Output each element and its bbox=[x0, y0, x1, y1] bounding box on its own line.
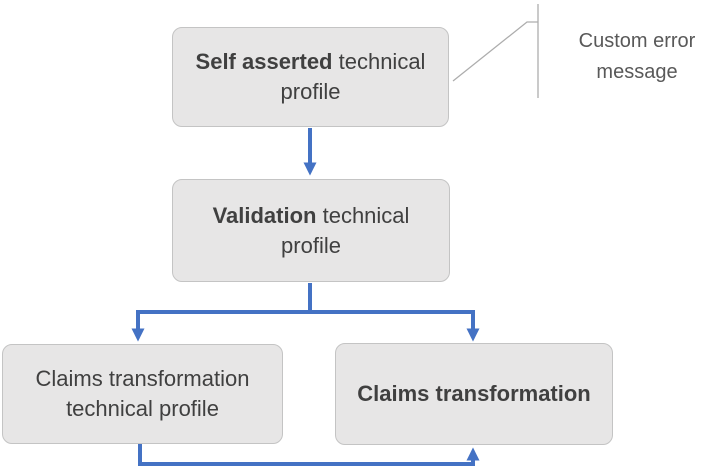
node-self-asserted-technical-profile: Self asserted technical profile bbox=[172, 27, 449, 127]
callout-text-line: Custom error bbox=[578, 30, 696, 52]
node-label-line: profile bbox=[281, 231, 341, 261]
node-label-bold: Claims transformation bbox=[357, 381, 591, 406]
arrow-split-validation-to-children bbox=[131, 310, 480, 342]
node-label-line: profile bbox=[281, 77, 341, 107]
arrow-claims-tp-to-claims-transformation bbox=[138, 444, 480, 466]
callout-text-line: message bbox=[596, 61, 678, 83]
node-label-text: technical bbox=[332, 49, 426, 74]
node-label-line: Claims transformation bbox=[36, 364, 250, 394]
node-label-line: Self asserted technical bbox=[196, 47, 426, 77]
node-label-text: technical bbox=[316, 202, 410, 228]
node-label-line: Validation technical bbox=[213, 201, 410, 231]
node-label-line: technical profile bbox=[66, 394, 219, 424]
callout-connector-line bbox=[452, 21, 538, 82]
node-claims-transformation: Claims transformation bbox=[335, 343, 613, 445]
node-label-bold: Validation bbox=[212, 202, 317, 228]
node-label-text: profile bbox=[280, 79, 341, 104]
node-label-line: Claims transformation bbox=[357, 379, 591, 409]
node-label-bold: Self asserted bbox=[195, 49, 333, 74]
node-claims-transformation-technical-profile: Claims transformation technical profile bbox=[2, 344, 283, 444]
callout-custom-error-message: Custom error message bbox=[549, 26, 725, 88]
node-validation-technical-profile: Validation technical profile bbox=[172, 179, 450, 282]
node-label-text: Claims transformation bbox=[35, 366, 250, 391]
node-label-text: profile bbox=[281, 232, 341, 258]
node-label-text: technical profile bbox=[66, 396, 219, 421]
